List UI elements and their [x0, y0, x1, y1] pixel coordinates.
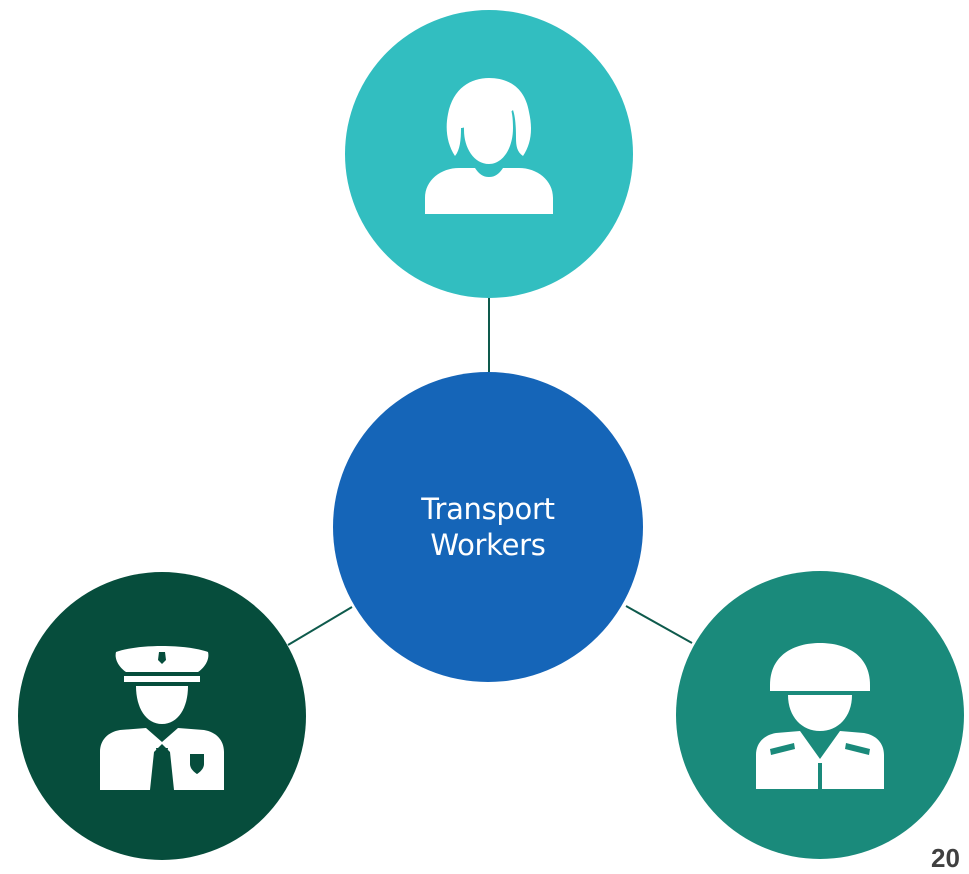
central-node: Transport Workers — [333, 372, 643, 682]
node-police-officer — [18, 572, 306, 860]
connector-left — [287, 606, 353, 646]
node-soldier — [676, 571, 964, 859]
center-label: Transport Workers — [421, 492, 555, 562]
connector-right — [625, 605, 693, 644]
soldier-icon — [756, 643, 884, 789]
police-officer-icon — [100, 646, 224, 790]
page-number: 20 — [931, 843, 960, 873]
woman-icon — [425, 78, 553, 214]
node-woman — [345, 10, 633, 298]
